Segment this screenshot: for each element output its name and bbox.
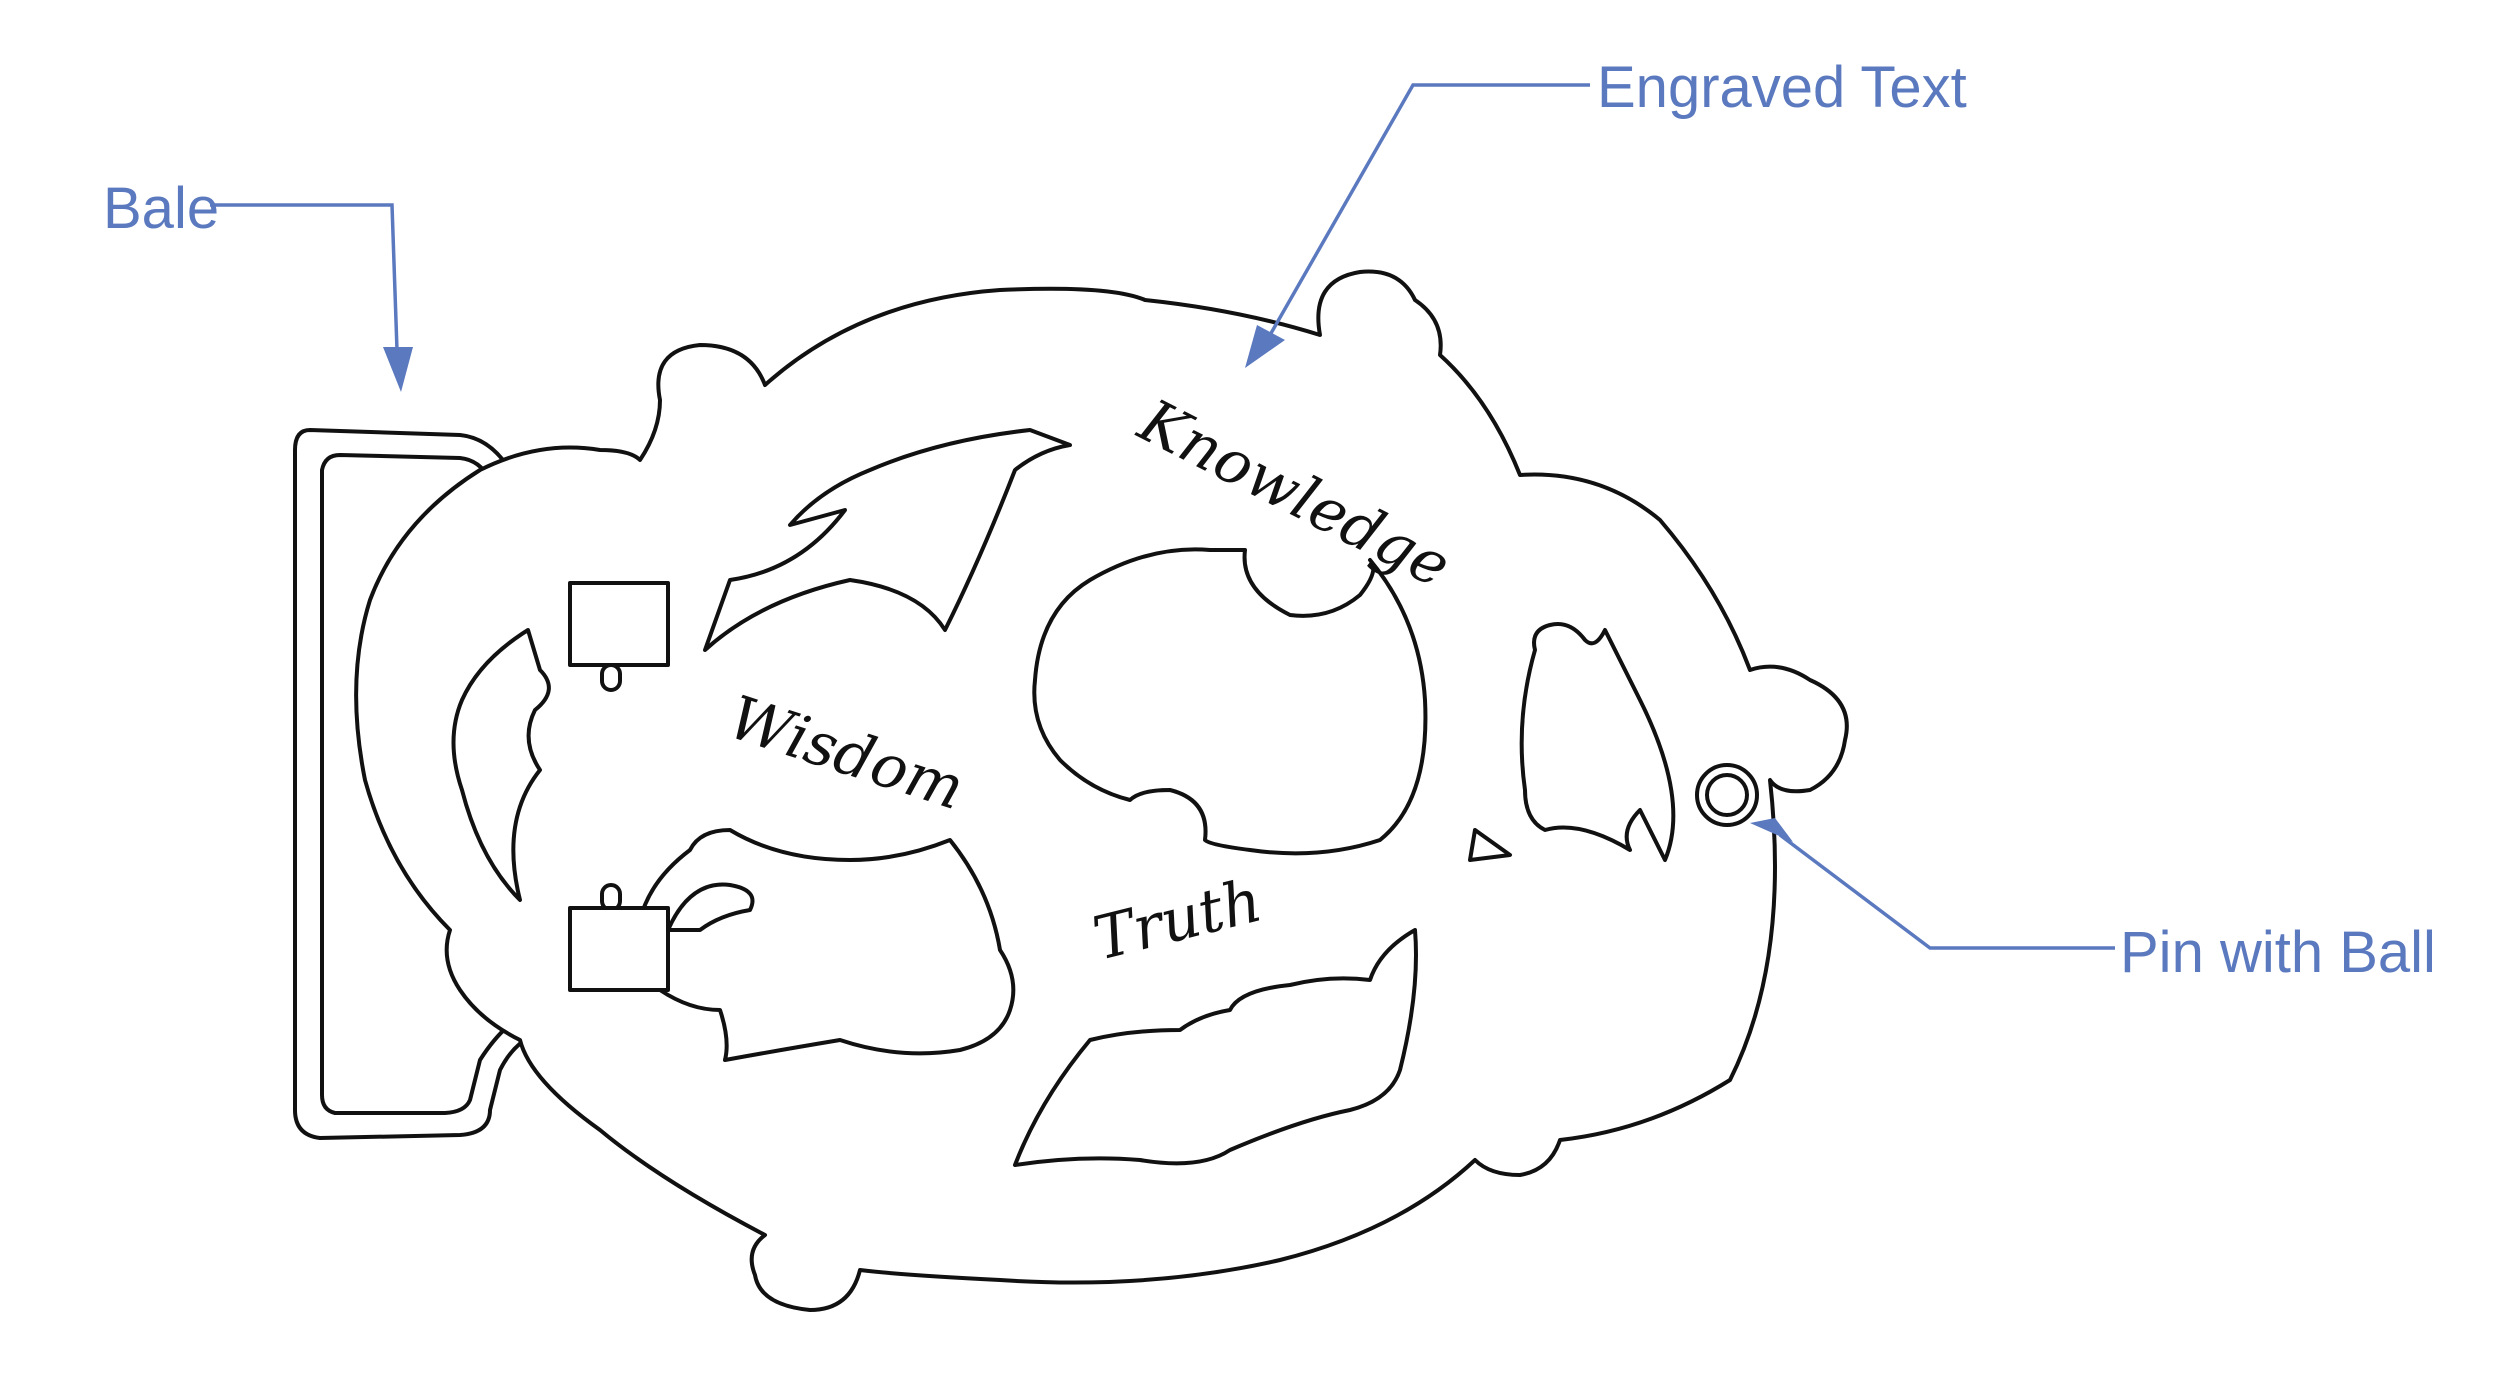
hinge-lower (568, 883, 670, 992)
callout-pin-leader (1778, 833, 2115, 950)
hinge-upper (568, 581, 670, 692)
callout-engraved-text: Engraved Text (1245, 55, 1967, 368)
bale-lower-arm (666, 882, 755, 932)
callout-engraved-arrowhead (1245, 325, 1285, 368)
callout-engraved-label: Engraved Text (1597, 55, 1967, 120)
hinge-lower-block (568, 906, 670, 992)
callout-bale: Bale (103, 176, 413, 392)
callout-engraved-leader (1268, 83, 1590, 336)
callout-bale-label: Bale (103, 176, 219, 241)
cutout-notch (1468, 828, 1512, 862)
hinge-upper-pin (600, 663, 622, 692)
pin-with-ball (1695, 763, 1759, 827)
cutout-upper-left (703, 428, 1072, 652)
callout-pin-with-ball: Pin with Ball (1750, 818, 2436, 985)
cutout-center (1032, 547, 1428, 856)
cutout-lower-right (1013, 928, 1418, 1167)
callout-bale-leader (210, 203, 399, 351)
callout-pin-arrowhead (1750, 818, 1793, 842)
pin-ball (1705, 773, 1749, 817)
callout-bale-arrowhead (383, 347, 413, 392)
cutout-right (1519, 622, 1676, 862)
cutout-left-wing (451, 628, 551, 902)
callout-pin-label: Pin with Ball (2120, 920, 2436, 985)
hinge-upper-block (568, 581, 670, 667)
